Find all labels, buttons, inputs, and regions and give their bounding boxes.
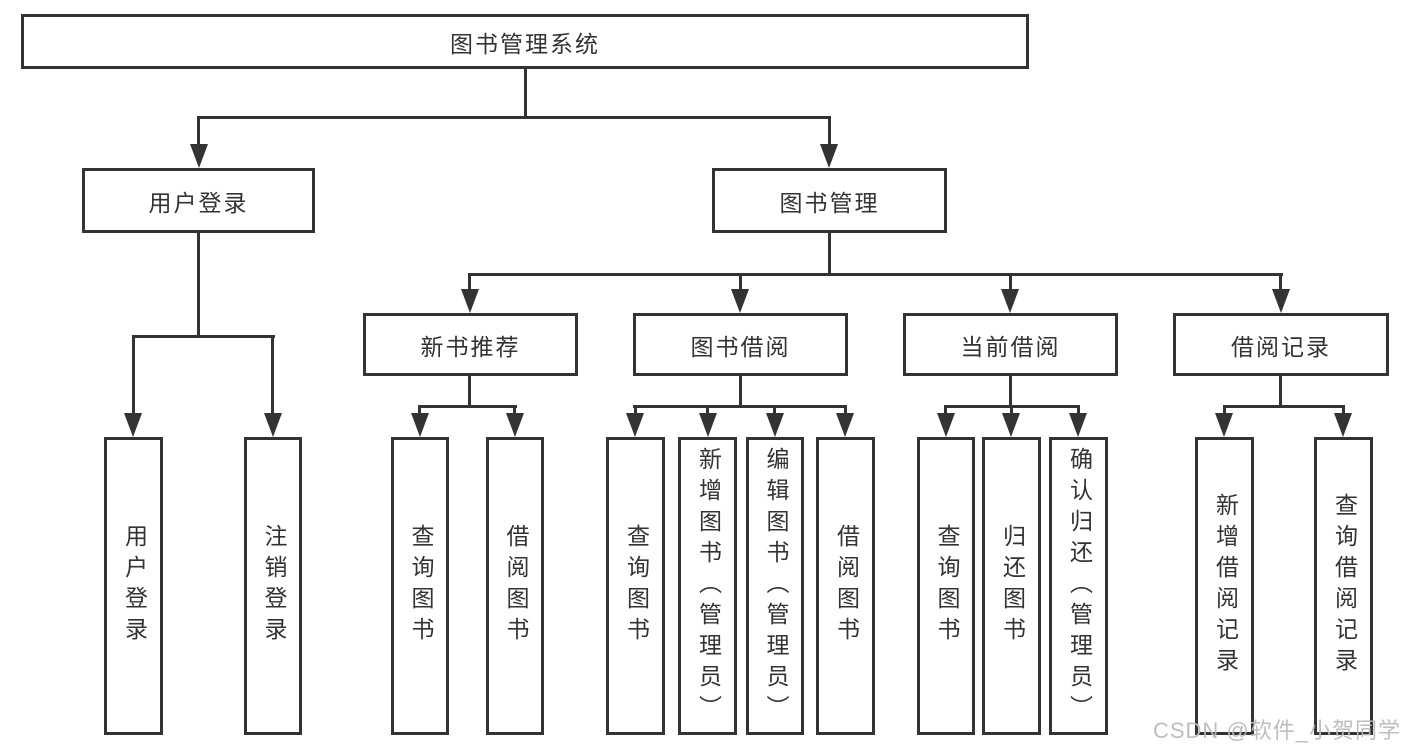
connector-line bbox=[773, 405, 776, 417]
arrow-down-icon bbox=[731, 289, 749, 313]
node-new-book-recommend: 新书推荐 bbox=[363, 313, 578, 376]
connector-line bbox=[468, 273, 471, 293]
connector-line bbox=[197, 116, 200, 148]
node-leaf-borrow-query-books: 查询图书 bbox=[606, 437, 665, 735]
node-current-borrowing: 当前借阅 bbox=[903, 313, 1118, 376]
connector-line bbox=[1223, 405, 1345, 408]
node-root: 图书管理系统 bbox=[21, 14, 1029, 69]
arrow-down-icon bbox=[1272, 289, 1290, 313]
arrow-down-icon bbox=[1334, 413, 1352, 437]
arrow-down-icon bbox=[699, 413, 717, 437]
node-leaf-current-confirm-return: 确认归还（管理员） bbox=[1049, 437, 1108, 735]
connector-line bbox=[132, 335, 275, 338]
connector-line bbox=[828, 232, 831, 275]
connector-line bbox=[739, 375, 742, 407]
node-label: 新书推荐 bbox=[420, 333, 521, 360]
connector-line bbox=[197, 116, 831, 119]
connector-line bbox=[132, 335, 135, 417]
arrow-down-icon bbox=[1002, 413, 1020, 437]
node-root-label: 图书管理系统 bbox=[450, 30, 600, 57]
node-leaf-borrow-borrow-books: 借阅图书 bbox=[816, 437, 875, 735]
node-label: 注销登录 bbox=[260, 524, 287, 648]
node-label: 查询图书 bbox=[407, 524, 434, 648]
node-label: 确认归还（管理员） bbox=[1066, 446, 1093, 726]
node-label: 用户登录 bbox=[121, 524, 148, 648]
arrow-down-icon bbox=[1069, 413, 1087, 437]
node-leaf-borrow-add-books: 新增图书（管理员） bbox=[678, 437, 737, 735]
node-leaf-records-query-record: 查询借阅记录 bbox=[1314, 437, 1373, 735]
connector-line bbox=[706, 405, 709, 417]
csdn-watermark: CSDN @软件_小贺同学 bbox=[1152, 718, 1401, 743]
node-label: 图书借阅 bbox=[690, 333, 791, 360]
node-label: 查询图书 bbox=[623, 524, 650, 648]
arrow-down-icon bbox=[1001, 289, 1019, 313]
node-leaf-user-login: 用户登录 bbox=[104, 437, 163, 735]
node-label: 查询图书 bbox=[933, 524, 960, 648]
connector-line bbox=[1009, 375, 1012, 407]
node-label: 新增图书（管理员） bbox=[695, 446, 722, 726]
arrow-down-icon bbox=[1215, 413, 1233, 437]
connector-line bbox=[1342, 405, 1345, 417]
node-borrowing-records: 借阅记录 bbox=[1173, 313, 1389, 376]
node-book-management: 图书管理 bbox=[712, 168, 947, 233]
connector-line bbox=[513, 405, 516, 417]
arrow-down-icon bbox=[506, 413, 524, 437]
arrow-down-icon bbox=[766, 413, 784, 437]
node-label: 图书管理 bbox=[779, 189, 880, 216]
connector-line bbox=[418, 405, 517, 408]
node-label: 新增借阅记录 bbox=[1212, 493, 1239, 679]
connector-line bbox=[418, 405, 421, 417]
node-leaf-current-return-books: 归还图书 bbox=[982, 437, 1041, 735]
node-label: 借阅图书 bbox=[502, 524, 529, 648]
node-label: 用户登录 bbox=[148, 189, 249, 216]
arrow-down-icon bbox=[820, 144, 838, 168]
arrow-down-icon bbox=[411, 413, 429, 437]
node-leaf-records-add-record: 新增借阅记录 bbox=[1195, 437, 1254, 735]
connector-line bbox=[1077, 405, 1080, 417]
connector-line bbox=[1279, 375, 1282, 407]
node-leaf-logout: 注销登录 bbox=[244, 437, 302, 735]
arrow-down-icon bbox=[626, 413, 644, 437]
connector-line bbox=[944, 405, 947, 417]
node-label: 借阅记录 bbox=[1231, 333, 1331, 360]
connector-line bbox=[271, 335, 274, 417]
node-label: 借阅图书 bbox=[833, 524, 860, 648]
node-label: 查询借阅记录 bbox=[1331, 493, 1358, 679]
arrow-down-icon bbox=[264, 413, 282, 437]
connector-line bbox=[197, 232, 200, 337]
node-label: 归还图书 bbox=[999, 524, 1026, 648]
connector-line bbox=[739, 273, 742, 293]
node-leaf-recommend-query-books: 查询图书 bbox=[391, 437, 449, 735]
connector-line bbox=[633, 405, 846, 408]
node-user-login: 用户登录 bbox=[82, 168, 315, 233]
connector-line bbox=[524, 68, 527, 118]
arrow-down-icon bbox=[836, 413, 854, 437]
connector-line bbox=[468, 273, 1283, 276]
node-leaf-current-query-books: 查询图书 bbox=[917, 437, 975, 735]
arrow-down-icon bbox=[124, 413, 142, 437]
node-label: 当前借阅 bbox=[960, 333, 1061, 360]
node-label: 编辑图书（管理员） bbox=[762, 446, 789, 726]
connector-line bbox=[1279, 273, 1282, 293]
connector-line bbox=[634, 405, 637, 417]
arrow-down-icon bbox=[937, 413, 955, 437]
connector-line bbox=[828, 116, 831, 148]
arrow-down-icon bbox=[190, 144, 208, 168]
node-book-borrowing: 图书借阅 bbox=[633, 313, 848, 376]
connector-line bbox=[1009, 273, 1012, 293]
node-leaf-borrow-edit-books: 编辑图书（管理员） bbox=[746, 437, 804, 735]
arrow-down-icon bbox=[461, 289, 479, 313]
node-leaf-recommend-borrow-books: 借阅图书 bbox=[486, 437, 544, 735]
connector-line bbox=[468, 375, 471, 407]
connector-line bbox=[844, 405, 847, 417]
connector-line bbox=[1010, 405, 1013, 417]
connector-line bbox=[1223, 405, 1226, 417]
